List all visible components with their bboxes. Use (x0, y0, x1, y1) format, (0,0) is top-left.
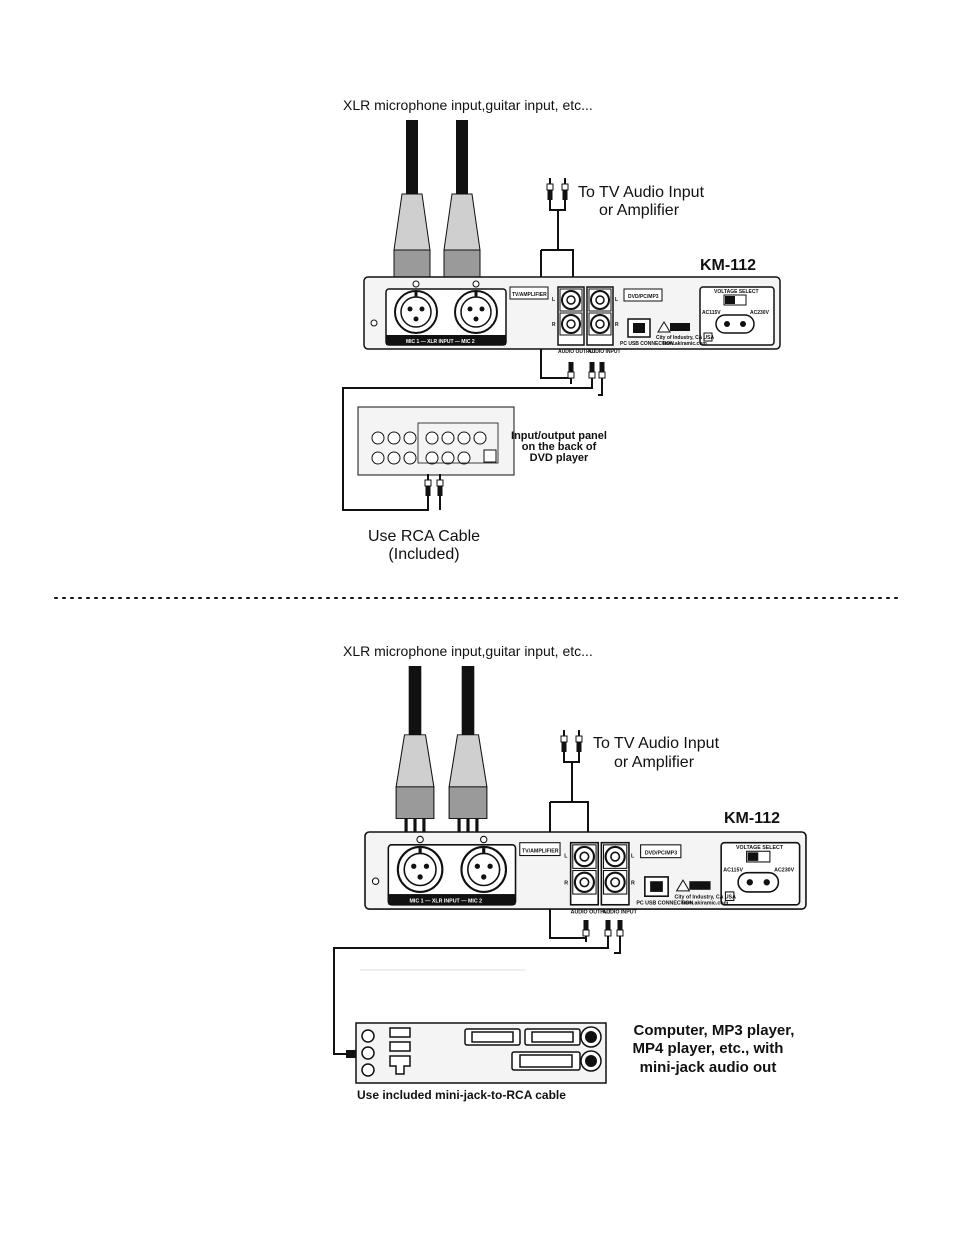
bottom-xlr-cable-1 (395, 665, 435, 834)
top-dvd-label-1: Input/output panel (511, 430, 607, 442)
svg-text:R: R (631, 880, 635, 886)
bottom-minijack-label: Use included mini-jack-to-RCA cable (357, 1088, 566, 1102)
svg-text:AC115V: AC115V (723, 868, 743, 874)
svg-text:L: L (552, 297, 555, 303)
top-dvd-label-3: DVD player (530, 452, 589, 464)
top-tv-label-1: To TV Audio Input (578, 184, 705, 201)
top-dvd-io-panel (357, 406, 515, 476)
bottom-xlr-cable-2 (448, 665, 488, 834)
svg-text:City of Industry, CA USA: City of Industry, CA USA (656, 335, 714, 341)
bottom-tv-rca-plugs (560, 729, 583, 753)
bottom-tv-label-2: or Amplifier (614, 754, 695, 771)
top-dvd-label-2: on the back of (522, 441, 597, 453)
svg-text:L: L (564, 854, 568, 860)
bottom-computer-label-2: MP4 player, etc., with (633, 1040, 784, 1057)
bottom-computer-label-1: Computer, MP3 player, (634, 1022, 795, 1039)
bottom-computer-label-3: mini-jack audio out (640, 1059, 777, 1076)
svg-text:VOLTAGE SELECT: VOLTAGE SELECT (736, 845, 784, 851)
top-rca-label-1: Use RCA Cable (368, 528, 480, 545)
top-xlr-cable-2 (443, 119, 481, 301)
svg-text:AUDIO OUTPUT: AUDIO OUTPUT (558, 349, 596, 355)
top-diagram: XLR microphone input,guitar input, etc..… (342, 97, 780, 563)
bottom-minijack-plug (346, 1050, 358, 1058)
top-tv-label-2: or Amplifier (599, 202, 680, 219)
svg-text:AUDIO OUTPUT: AUDIO OUTPUT (571, 909, 612, 915)
svg-text:AC230V: AC230V (774, 868, 794, 874)
svg-text:L: L (615, 297, 618, 303)
top-model-label: KM-112 (700, 257, 756, 274)
svg-text:TV/AMPLIFIER: TV/AMPLIFIER (522, 848, 559, 854)
svg-text:VOLTAGE SELECT: VOLTAGE SELECT (714, 289, 759, 295)
svg-text:PC USB CONNECTION: PC USB CONNECTION (620, 341, 674, 347)
bottom-tv-label-1: To TV Audio Input (593, 735, 720, 752)
top-tv-rca-plugs (546, 177, 569, 201)
top-xlr-label: XLR microphone input,guitar input, etc..… (343, 97, 593, 113)
svg-text:R: R (564, 880, 568, 886)
svg-text:DVD/PC/MP3: DVD/PC/MP3 (628, 294, 659, 300)
top-km112-panel: TV/AMPLIFIER DVD/PC/MP3 VOLTAGE SELECT A… (364, 277, 780, 355)
top-rca-label-2: (Included) (388, 546, 459, 563)
svg-text:R: R (615, 322, 619, 328)
svg-text:www.akiramic.com: www.akiramic.com (680, 901, 729, 907)
svg-text:MIC 1 — XLR INPUT — MIC 2: MIC 1 — XLR INPUT — MIC 2 (406, 339, 475, 345)
bottom-xlr-label: XLR microphone input,guitar input, etc..… (343, 643, 593, 659)
svg-text:MIC 1 — XLR INPUT — MIC 2: MIC 1 — XLR INPUT — MIC 2 (410, 899, 483, 905)
top-rca-cable (342, 384, 603, 511)
svg-text:DVD/PC/MP3: DVD/PC/MP3 (645, 850, 677, 856)
bottom-minijack-cable (333, 942, 621, 1055)
top-panel-rca-plugs (567, 361, 606, 385)
svg-text:AC230V: AC230V (750, 310, 770, 316)
svg-text:R: R (552, 322, 556, 328)
svg-text:AUDIO INPUT: AUDIO INPUT (602, 909, 637, 915)
svg-text:L: L (631, 854, 635, 860)
bottom-km112-panel: TV/AMPLIFIER DVD/PC/MP3 VOLTAGE SELECT A… (365, 832, 806, 915)
svg-text:www.akiramic.com: www.akiramic.com (661, 341, 707, 347)
svg-text:PC USB CONNECTION: PC USB CONNECTION (636, 901, 693, 907)
bottom-computer-io-panel (355, 1022, 607, 1084)
bottom-diagram: XLR microphone input,guitar input, etc..… (333, 643, 806, 1102)
svg-text:AUDIO INPUT: AUDIO INPUT (588, 349, 621, 355)
svg-text:TV/AMPLIFIER: TV/AMPLIFIER (512, 292, 547, 298)
svg-text:City of Industry, CA USA: City of Industry, CA USA (675, 894, 737, 900)
top-dvd-rca-plugs (424, 473, 444, 497)
bottom-model-label: KM-112 (724, 810, 780, 827)
bottom-panel-rca-plugs (582, 919, 624, 943)
svg-text:AC115V: AC115V (702, 310, 721, 316)
top-xlr-cable-1 (393, 119, 431, 301)
